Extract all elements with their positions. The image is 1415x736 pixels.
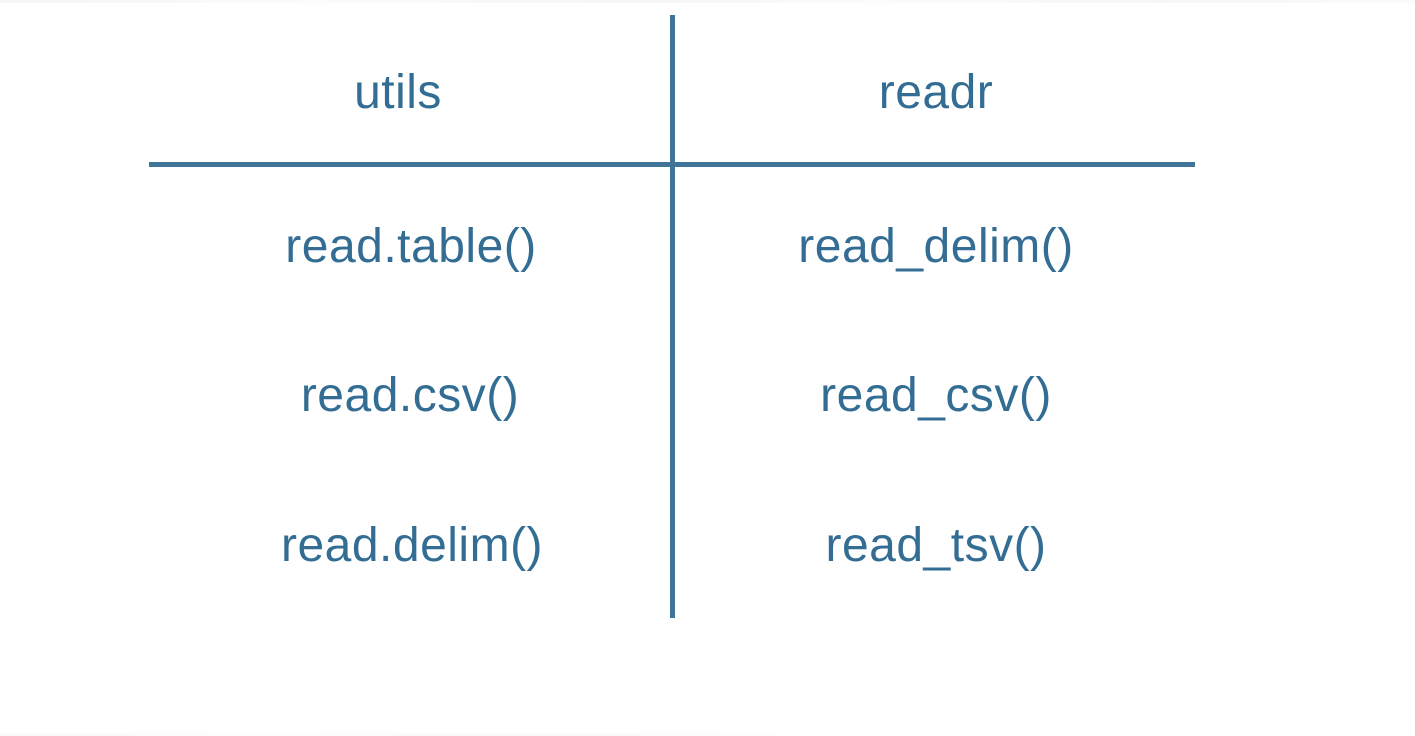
readr-column-header: readr: [878, 66, 994, 119]
header-divider-line: [149, 162, 1195, 167]
bottom-edge-compression-artifact: [0, 733, 779, 736]
readr-cell-read-csv: read_csv(): [820, 369, 1052, 422]
readr-cell-read-tsv: read_tsv(): [825, 519, 1047, 572]
utils-cell-read-delim: read.delim(): [280, 519, 544, 572]
readr-cell-read-delim: read_delim(): [798, 220, 1074, 273]
top-edge-compression-artifact: [0, 0, 1415, 3]
utils-column-header: utils: [354, 66, 442, 119]
utils-cell-read-csv: read.csv(): [300, 369, 520, 422]
column-divider-line: [670, 15, 675, 618]
utils-cell-read-table: read.table(): [285, 220, 537, 273]
